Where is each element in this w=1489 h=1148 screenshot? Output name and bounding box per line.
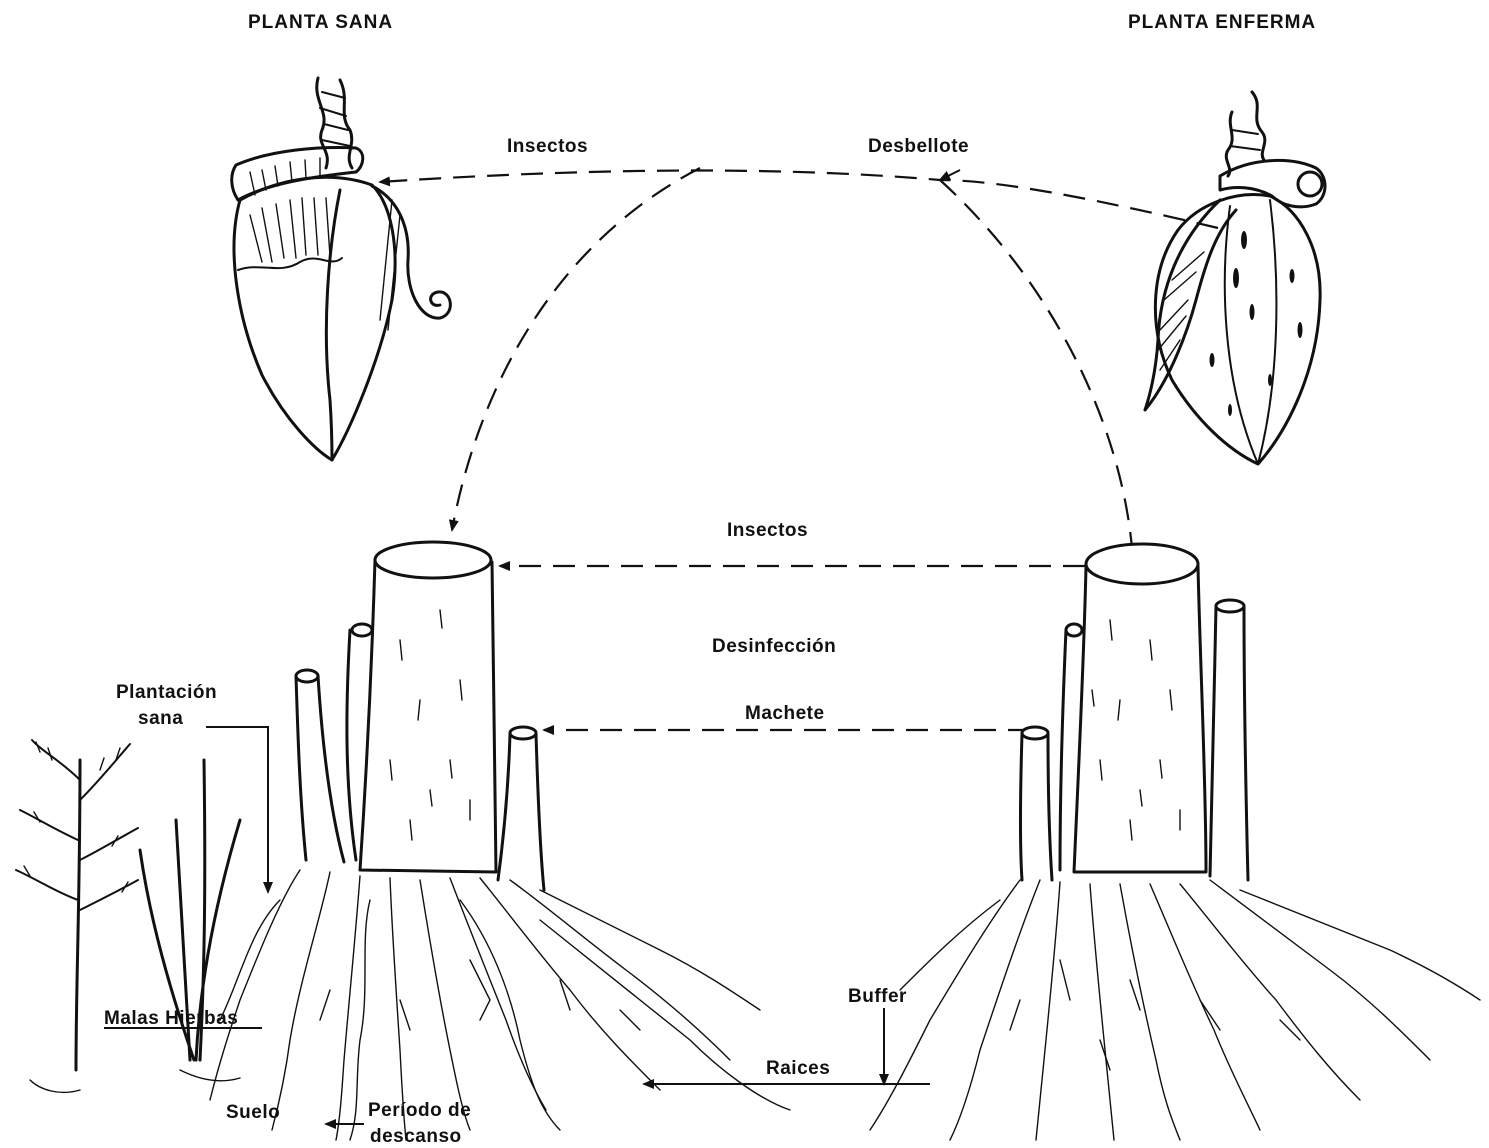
- healthy-flower-bud: [232, 78, 451, 460]
- diseased-plant-title: PLANTA ENFERMA: [1128, 12, 1316, 33]
- plantacion-pointer: [206, 727, 268, 892]
- healthy-plant-title: PLANTA SANA: [248, 12, 393, 33]
- insectos-top-label: Insectos: [507, 136, 588, 157]
- buffer-label: Buffer: [848, 986, 907, 1007]
- desinfeccion-label: Desinfección: [712, 636, 836, 657]
- diseased-roots: [870, 880, 1480, 1140]
- insectos-mid-label: Insectos: [727, 520, 808, 541]
- raices-label: Raices: [766, 1058, 830, 1079]
- arrows-top: [380, 168, 1218, 548]
- healthy-roots: [210, 870, 790, 1140]
- machete-label: Machete: [745, 703, 825, 724]
- healthy-stump: [296, 542, 544, 890]
- plantacion-label-line2: sana: [138, 708, 183, 729]
- periodo-label-line2: descanso: [370, 1126, 462, 1147]
- plantacion-label-line1: Plantación: [116, 682, 217, 703]
- periodo-label-line1: Período de: [368, 1100, 471, 1121]
- diseased-flower-bud: [1145, 92, 1325, 464]
- diseased-stump: [1021, 544, 1249, 880]
- desbellote-label: Desbellote: [868, 136, 969, 157]
- healthy-plantation-plants: [16, 740, 240, 1092]
- suelo-label: Suelo: [226, 1102, 280, 1123]
- malas-hierbas-label: Malas Hierbas: [104, 1008, 238, 1029]
